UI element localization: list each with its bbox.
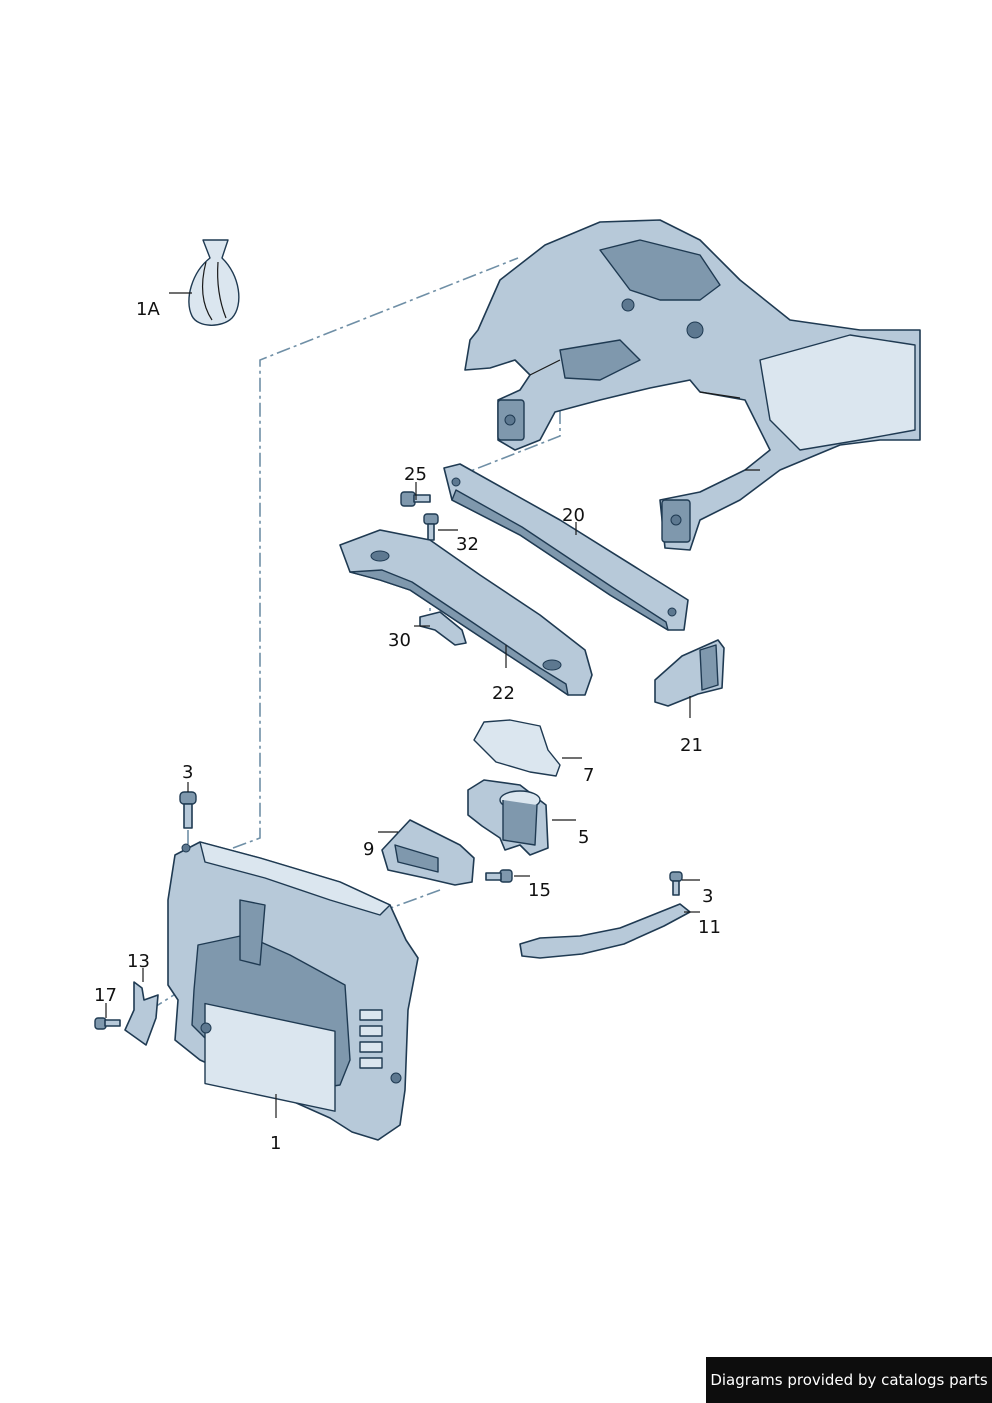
callout-5: 5 [578, 827, 589, 848]
part-7-cover [473, 719, 561, 777]
callout-15: 15 [528, 880, 551, 901]
callout-7: 7 [583, 765, 594, 786]
callout-22: 22 [492, 683, 515, 704]
part-30-bracket [419, 611, 467, 646]
part-5-housing [467, 779, 549, 856]
part-1a-bag [188, 239, 240, 326]
callout-13: 13 [127, 951, 150, 972]
callout-labels: 1A 25 20 32 30 22 21 7 5 3 9 15 3 11 13 … [94, 299, 721, 1154]
part-32-bolt [423, 513, 439, 541]
callout-21: 21 [680, 735, 703, 756]
callout-1: 1 [270, 1133, 281, 1154]
part-1-lock-carrier [167, 841, 419, 1141]
callout-11: 11 [698, 917, 721, 938]
leader-lines [105, 292, 700, 1118]
callout-30: 30 [388, 630, 411, 651]
part-3-bolt-upper [179, 791, 197, 829]
part-25-bolt [400, 491, 431, 507]
part-20-crossmember [443, 463, 689, 631]
part-22-crossmember [339, 529, 593, 696]
callout-3-upper: 3 [182, 762, 193, 783]
callout-9: 9 [363, 839, 374, 860]
part-21-bracket [654, 639, 725, 707]
footer-credit: Diagrams provided by catalogs parts [706, 1357, 992, 1403]
callout-20: 20 [562, 505, 585, 526]
callout-25: 25 [404, 464, 427, 485]
callout-1a: 1A [136, 299, 160, 320]
callout-17: 17 [94, 985, 117, 1006]
part-11-trim-strip [519, 903, 691, 959]
part-body-front-structure [464, 219, 921, 551]
callout-32: 32 [456, 534, 479, 555]
part-13-bracket [124, 981, 159, 1046]
part-15-screw [485, 869, 513, 883]
part-9-duct [381, 819, 475, 886]
callout-3-lower: 3 [702, 886, 713, 907]
part-17-screw [94, 1017, 121, 1030]
part-3-bolt-lower [669, 871, 683, 896]
